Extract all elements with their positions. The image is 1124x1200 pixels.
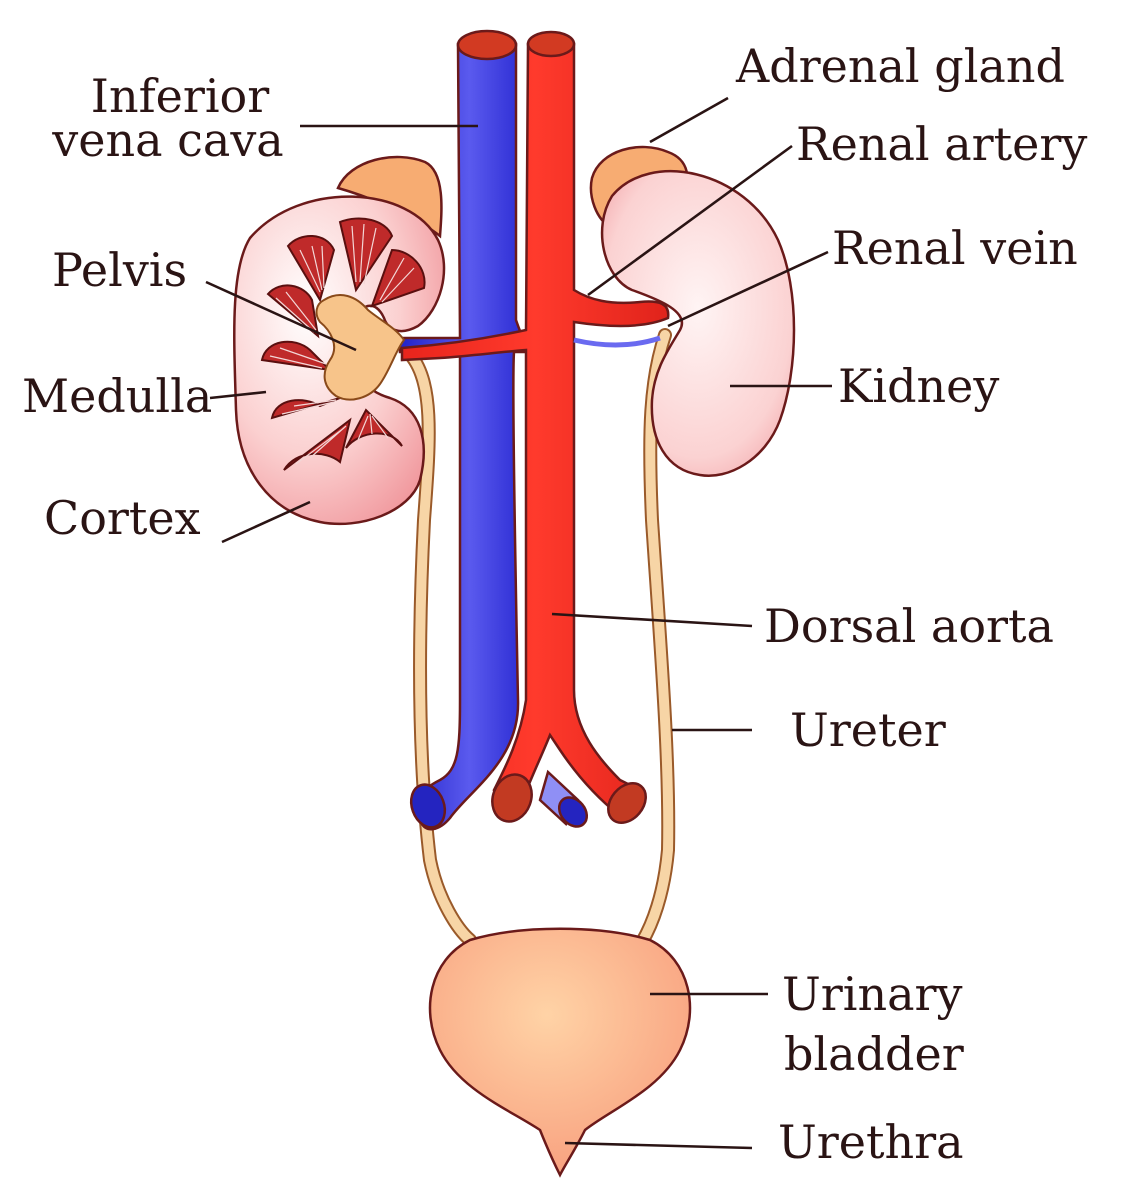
left-kidney-section [233,195,446,526]
right-renal-vein [573,335,661,348]
dorsal-aorta [400,30,670,824]
leader-cortex [221,500,311,544]
label-renal-artery: Renal artery [796,117,1087,171]
label-inferior-vena-cava-line1: Inferior [91,69,269,123]
label-pelvis: Pelvis [52,243,187,297]
renal-pelvis [315,294,406,401]
label-urethra: Urethra [778,1115,964,1169]
label-ureter: Ureter [790,703,946,757]
label-cortex: Cortex [44,491,201,545]
label-dorsal-aorta: Dorsal aorta [764,599,1054,653]
label-kidney: Kidney [838,359,999,413]
label-inferior-vena-cava-line2: vena cava [51,113,283,167]
inferior-vena-cava [398,29,528,831]
labels: Inferior vena cava Adrenal gland Renal a… [22,39,1087,1169]
leader-medulla [209,390,267,400]
leader-adrenal-gland [649,96,729,144]
label-urinary-bladder-line2: bladder [784,1027,964,1081]
iliac-vein-branch [538,769,589,828]
label-urinary-bladder-line1: Urinary [782,967,963,1021]
medulla-striations [269,223,415,465]
leader-renal-artery [587,144,793,297]
right-kidney [600,170,796,477]
label-medulla: Medulla [22,369,212,423]
left-ureter [401,345,477,947]
leader-dorsal-aorta [551,612,753,628]
leader-renal-vein [667,250,829,328]
leader-urethra [564,1141,753,1150]
urinary-bladder [428,927,692,1178]
leader-pelvis [205,280,357,352]
label-adrenal-gland: Adrenal gland [735,39,1065,93]
label-renal-vein: Renal vein [832,221,1078,275]
leader-lines [205,96,832,1150]
